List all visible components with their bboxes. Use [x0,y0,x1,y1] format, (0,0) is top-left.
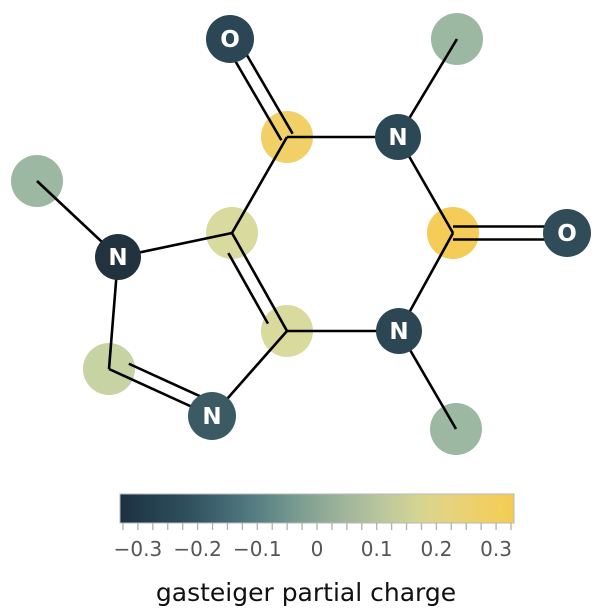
atom-N1 [375,114,421,160]
atom-label-N7: N [108,245,127,271]
atom-O6 [206,15,254,63]
atom-label-O6: O [220,27,240,53]
atom-N7 [95,234,141,280]
atom-N9 [188,392,236,440]
colorbar-tick-label: 0.1 [361,537,393,561]
colorbar-tick-label: 0.3 [480,537,512,561]
heteroatom-circles-layer [95,15,591,440]
colorbar-title: gasteiger partial charge [156,578,456,607]
bond-C8-N9 [128,362,204,399]
atom-label-N1: N [388,125,407,151]
colorbar: −0.3 −0.2 −0.1 0 0.1 0.2 0.3 [114,493,515,561]
atom-label-N3: N [389,319,408,345]
colorbar-gradient-bar [119,493,515,524]
bond-C4-C5 [230,232,289,332]
colorbar-tick-label: −0.2 [173,537,222,561]
bond-C4-C5 [227,252,270,325]
atom-O2 [543,209,591,257]
atom-label-O2: O [557,221,577,247]
colorbar-tick-label: 0 [311,537,324,561]
colorbar-tick-label: 0.2 [420,537,452,561]
atom-label-N9: N [202,404,221,430]
atom-labels-layer: O N O N N N [108,27,576,430]
colorbar-tick-label: −0.3 [114,537,163,561]
colorbar-tick-label: −0.1 [233,537,282,561]
bond-C5-C6 [230,136,289,234]
atom-N3 [376,308,422,354]
